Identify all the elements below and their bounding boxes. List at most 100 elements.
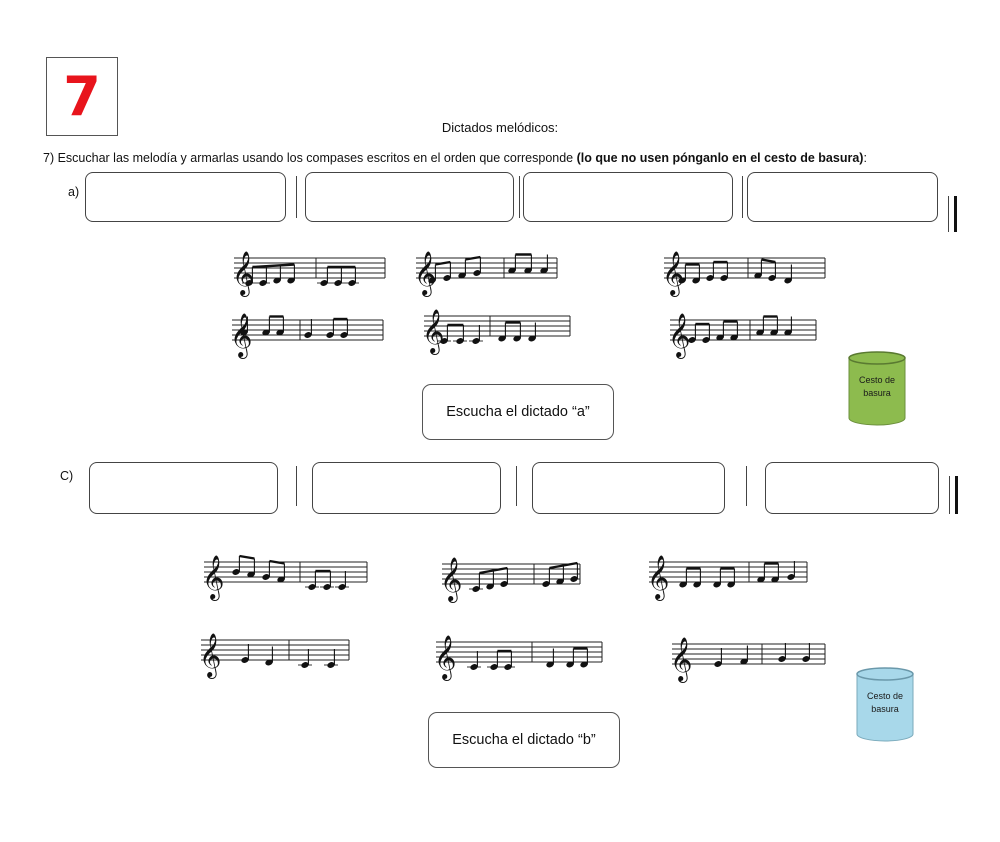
note-head	[262, 329, 270, 336]
note-head	[778, 656, 786, 662]
measure-card-a4[interactable]: 𝄞	[228, 306, 388, 362]
note-head	[473, 270, 481, 276]
note-beam	[465, 255, 481, 261]
note-head	[486, 583, 494, 590]
treble-clef-icon: 𝄞	[202, 555, 224, 601]
note-beam	[549, 561, 578, 570]
note-beam	[479, 566, 508, 575]
exercise-number: 7	[63, 64, 101, 128]
trash-bin-a[interactable]: Cesto de basura	[846, 350, 908, 428]
trash-bin-icon: Cesto de basura	[848, 351, 906, 426]
instruction-main: 7) Escuchar las melodía y armarlas usand…	[43, 151, 577, 165]
listen-b-label: Escucha el dictado “b”	[452, 732, 596, 748]
trash-bin-c[interactable]: Cesto de basura	[854, 666, 916, 744]
note-head	[247, 571, 255, 578]
note-head	[500, 581, 508, 587]
note-head	[528, 335, 536, 342]
music-staff-a3: 𝄞	[662, 251, 826, 297]
note-head	[508, 267, 516, 274]
final-barline-thin	[949, 476, 950, 514]
final-barline-thick	[954, 196, 957, 232]
note-head	[262, 574, 270, 580]
music-staff-a1: 𝄞	[232, 251, 386, 297]
music-staff-c6: 𝄞	[670, 637, 826, 683]
note-head	[542, 581, 550, 587]
measure-card-a2[interactable]: 𝄞	[412, 244, 572, 300]
trash-bin-icon: Cesto de basura	[856, 667, 914, 742]
measure-card-c1[interactable]: 𝄞	[200, 548, 370, 604]
music-staff-a5: 𝄞	[422, 309, 571, 355]
music-staff-c4: 𝄞	[199, 633, 350, 679]
note-head	[513, 335, 521, 342]
note-head	[348, 280, 356, 286]
measure-card-c5[interactable]: 𝄞	[432, 628, 607, 684]
measure-card-a1[interactable]: 𝄞	[230, 244, 390, 300]
barline	[296, 466, 297, 506]
note-head	[570, 576, 578, 582]
music-staff-a6: 𝄞	[668, 313, 817, 359]
note-head	[440, 338, 448, 344]
measure-card-c3[interactable]: 𝄞	[645, 548, 815, 604]
treble-clef-icon: 𝄞	[232, 251, 254, 297]
note-head	[802, 656, 810, 662]
measure-card-c6[interactable]: 𝄞	[668, 630, 828, 686]
answer-slot-a4[interactable]	[747, 172, 938, 222]
note-head	[470, 664, 478, 670]
note-head	[265, 659, 273, 666]
measure-card-c2[interactable]: 𝄞	[438, 550, 581, 606]
listen-dictation-b-button[interactable]: Escucha el dictado “b”	[428, 712, 620, 768]
listen-dictation-a-button[interactable]: Escucha el dictado “a”	[422, 384, 614, 440]
note-head	[688, 337, 696, 343]
note-head	[458, 272, 466, 279]
note-head	[340, 332, 348, 338]
note-head	[301, 662, 309, 668]
note-head	[320, 280, 328, 286]
note-head	[678, 277, 686, 284]
listen-a-label: Escucha el dictado “a”	[446, 404, 590, 420]
measure-card-c4[interactable]: 𝄞	[197, 626, 357, 684]
section-c-label: C)	[60, 469, 74, 483]
treble-clef-icon: 𝄞	[414, 251, 436, 297]
note-head	[323, 584, 331, 590]
note-head	[740, 658, 748, 665]
answer-slot-c2[interactable]	[312, 462, 501, 514]
treble-clef-icon: 𝄞	[440, 557, 462, 603]
measure-card-a5[interactable]: 𝄞	[420, 302, 580, 362]
answer-slot-c3[interactable]	[532, 462, 725, 514]
note-head	[771, 576, 779, 583]
note-head	[524, 267, 532, 274]
treble-clef-icon: 𝄞	[434, 635, 456, 681]
measure-card-a3[interactable]: 𝄞	[660, 244, 830, 300]
note-head	[472, 586, 480, 592]
note-beam	[239, 554, 255, 560]
note-head	[245, 280, 253, 286]
note-head	[580, 661, 588, 668]
answer-slot-a3[interactable]	[523, 172, 733, 222]
note-head	[504, 664, 512, 670]
page-title: Dictados melódicos:	[441, 120, 559, 135]
note-head	[304, 332, 312, 338]
note-head	[679, 581, 687, 588]
note-head	[277, 576, 285, 583]
music-staff-c3: 𝄞	[647, 555, 808, 601]
answer-slot-a1[interactable]	[85, 172, 286, 222]
note-head	[720, 275, 728, 281]
note-head	[276, 329, 284, 336]
answer-slot-a2[interactable]	[305, 172, 514, 222]
treble-clef-icon: 𝄞	[199, 633, 221, 679]
bin-label-line2: basura	[863, 388, 891, 398]
note-head	[287, 277, 295, 284]
note-head	[472, 338, 480, 344]
music-staff-c1: 𝄞	[202, 554, 368, 601]
note-beam	[435, 260, 451, 266]
note-head	[754, 272, 762, 279]
note-head	[241, 657, 249, 663]
note-beam	[761, 258, 776, 264]
treble-clef-icon: 𝄞	[647, 555, 669, 601]
exercise-number-box: 7	[46, 57, 118, 136]
note-head	[540, 267, 548, 274]
bin-label-line1: Cesto de	[859, 375, 895, 385]
answer-slot-c4[interactable]	[765, 462, 939, 514]
measure-card-a6[interactable]: 𝄞	[666, 306, 826, 362]
answer-slot-c1[interactable]	[89, 462, 278, 514]
